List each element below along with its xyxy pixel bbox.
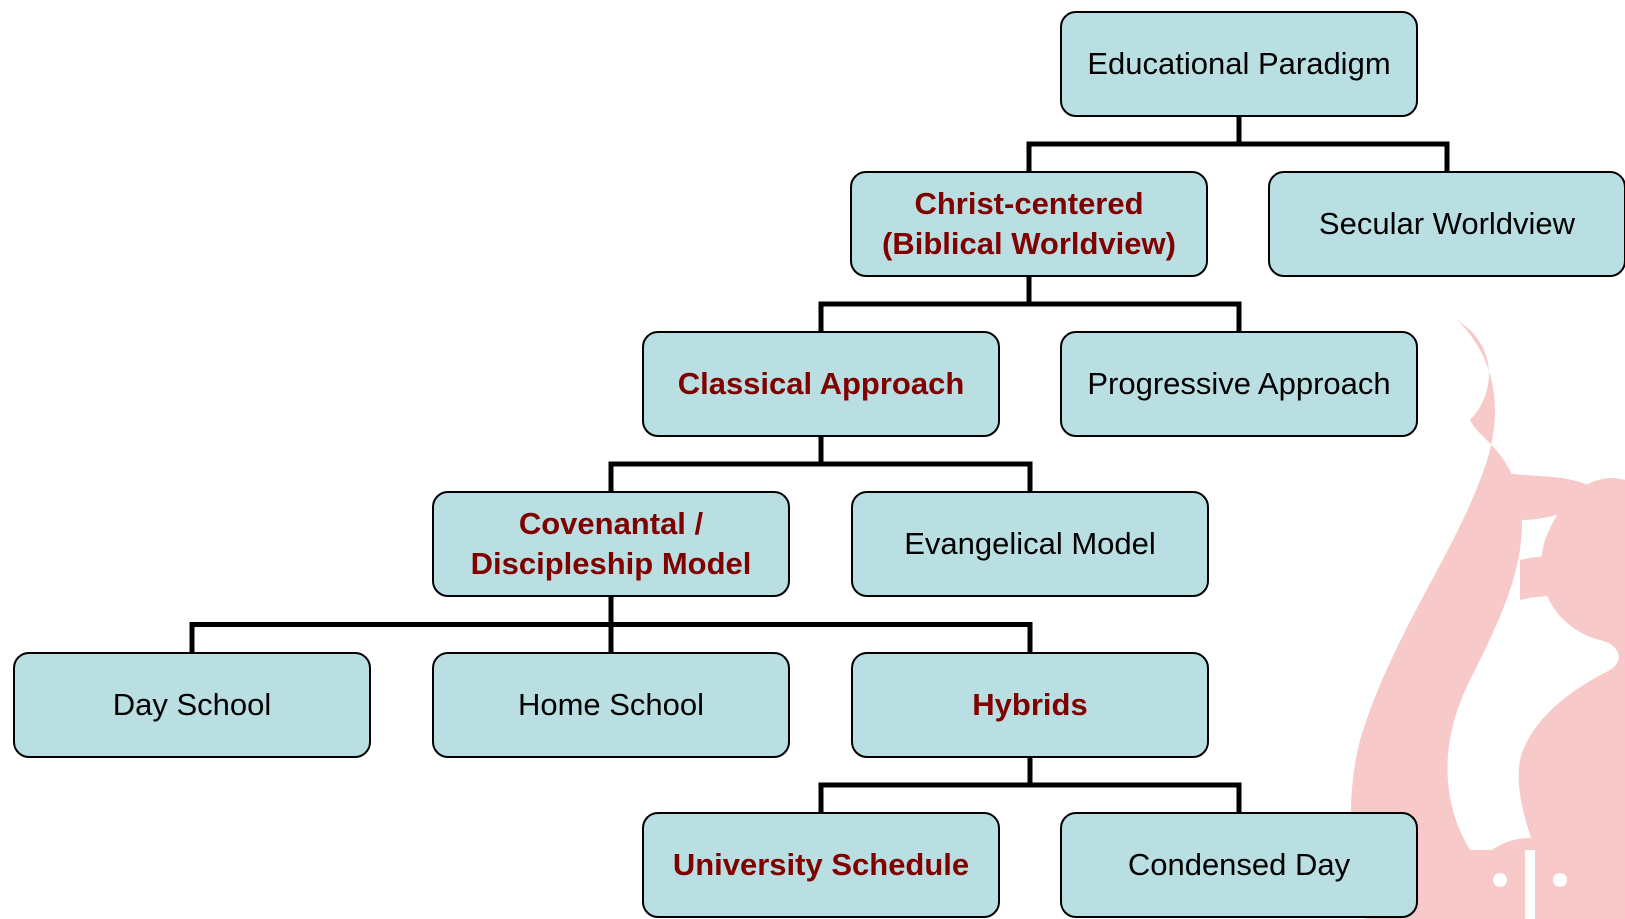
node-label-educational-paradigm: Educational Paradigm [1087,45,1391,81]
node-label-day-school: Day School [112,686,272,722]
node-label-covenantal-discipleship-model: Covenantal / Discipleship Model [470,505,752,581]
node-educational-paradigm: Educational Paradigm [1060,11,1418,117]
node-label-condensed-day: Condensed Day [1127,846,1351,882]
node-progressive-approach: Progressive Approach [1060,331,1418,437]
node-university-schedule: University Schedule [642,812,1000,918]
node-label-christ-centered: Christ-centered (Biblical Worldview) [882,185,1176,261]
node-day-school: Day School [13,652,371,758]
node-hybrids: Hybrids [851,652,1209,758]
node-covenantal-discipleship-model: Covenantal / Discipleship Model [432,491,790,597]
node-classical-approach: Classical Approach [642,331,1000,437]
node-label-university-schedule: University Schedule [672,846,970,882]
node-label-progressive-approach: Progressive Approach [1087,365,1391,401]
node-label-evangelical-model: Evangelical Model [904,525,1156,561]
node-label-home-school: Home School [517,686,705,722]
node-evangelical-model: Evangelical Model [851,491,1209,597]
node-christ-centered: Christ-centered (Biblical Worldview) [850,171,1208,277]
node-secular-worldview: Secular Worldview [1268,171,1625,277]
node-condensed-day: Condensed Day [1060,812,1418,918]
node-home-school: Home School [432,652,790,758]
node-label-hybrids: Hybrids [972,686,1088,722]
node-label-secular-worldview: Secular Worldview [1318,205,1576,241]
node-label-classical-approach: Classical Approach [677,365,965,401]
